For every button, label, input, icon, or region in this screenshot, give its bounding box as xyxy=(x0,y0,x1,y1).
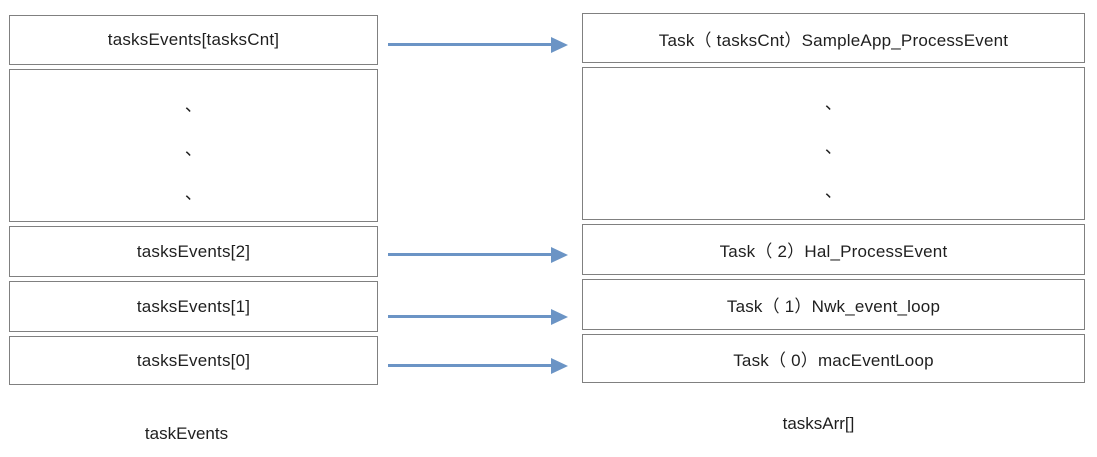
cell-label: tasksEvents[2] xyxy=(136,241,251,261)
mapping-arrow-1 xyxy=(388,308,568,325)
left-table-caption: taskEvents xyxy=(144,424,229,443)
right-table-caption: tasksArr[] xyxy=(782,414,855,433)
task-events-cell-0: tasksEvents[0] xyxy=(9,336,378,385)
tasks-arr-cell-0: Task（ 0）macEventLoop xyxy=(582,334,1085,383)
mapping-arrow-tasksCnt xyxy=(388,36,568,53)
task-events-ellipsis-cell: 、 、 、 xyxy=(9,69,378,222)
cell-label: Task（ tasksCnt）SampleApp_ProcessEvent xyxy=(658,30,1009,50)
tasks-arr-cell-tasksCnt: Task（ tasksCnt）SampleApp_ProcessEvent xyxy=(582,13,1085,63)
ellipsis-mark: 、 xyxy=(824,137,843,157)
mapping-arrow-0 xyxy=(388,357,568,374)
ellipsis-mark: 、 xyxy=(184,139,203,159)
tasks-arr-ellipsis-cell: 、 、 、 xyxy=(582,67,1085,220)
cell-label: Task（ 2）Hal_ProcessEvent xyxy=(719,242,948,261)
task-events-table: tasksEvents[tasksCnt] 、 、 、 tasksEvents[… xyxy=(9,15,378,389)
ellipsis-mark: 、 xyxy=(184,96,203,116)
ellipsis-mark: 、 xyxy=(824,181,843,201)
tasks-arr-table: Task（ tasksCnt）SampleApp_ProcessEvent 、 … xyxy=(582,13,1085,387)
ellipsis-mark: 、 xyxy=(824,94,843,114)
tasks-arr-cell-2: Task（ 2）Hal_ProcessEvent xyxy=(582,224,1085,275)
ellipsis-mark: 、 xyxy=(184,183,203,203)
cell-label: Task（ 1）Nwk_event_loop xyxy=(726,297,941,316)
tasks-arr-cell-1: Task（ 1）Nwk_event_loop xyxy=(582,279,1085,330)
task-events-cell-1: tasksEvents[1] xyxy=(9,281,378,332)
cell-label: tasksEvents[tasksCnt] xyxy=(107,30,280,49)
cell-label: tasksEvents[0] xyxy=(136,350,251,370)
task-events-cell-tasksCnt: tasksEvents[tasksCnt] xyxy=(9,15,378,65)
cell-label: tasksEvents[1] xyxy=(136,296,251,316)
task-events-cell-2: tasksEvents[2] xyxy=(9,226,378,277)
cell-label: Task（ 0）macEventLoop xyxy=(733,351,934,370)
mapping-arrow-2 xyxy=(388,246,568,263)
